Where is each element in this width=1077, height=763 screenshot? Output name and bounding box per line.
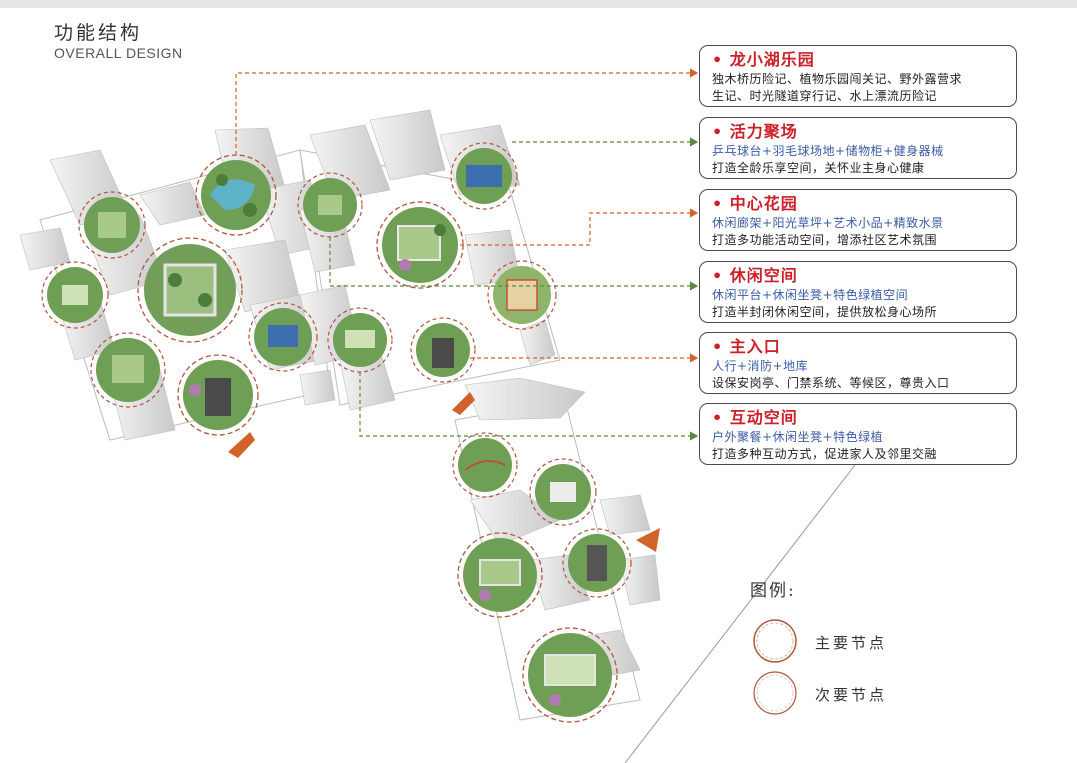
page-title: 功能结构 [54,22,143,44]
callout-line2: 打造多功能活动空间，增添社区艺术氛围 [712,233,938,247]
node-minor-court-blue[interactable] [248,302,318,372]
callout-title: • 主入口 [712,337,781,356]
callout-title: • 休闲空间 [712,266,798,285]
entrance-arrow-icon [228,392,660,552]
legend-major-icon [753,619,797,663]
node-major-south-end[interactable] [522,627,618,723]
node-major-main-entrance-1[interactable] [177,354,259,436]
page-subtitle: OVERALL DESIGN [54,45,183,61]
node-major-left-garden[interactable] [137,237,243,343]
legend-title: 图例: [750,581,796,601]
legend-label-major: 主要节点 [815,634,888,652]
node-minor-leisure[interactable] [487,260,557,330]
node-minor-west-1[interactable] [78,191,146,259]
node-major-longxiaohu[interactable] [195,154,277,236]
node-minor-vitality[interactable] [450,142,518,210]
callout-line2: 打造半封闭休闲空间，提供放松身心场所 [712,305,938,319]
callout-title: • 活力聚场 [712,122,798,141]
callout-line2: 设保安岗亭、门禁系统、等候区，尊贵入口 [712,376,950,390]
legend-minor-icon [753,671,797,715]
node-minor-main-entrance-2[interactable] [410,317,476,383]
callout-line1: 独木桥历险记、植物乐园闯关记、野外露营求 [712,72,963,86]
node-minor-west-2[interactable] [41,261,109,329]
callout-line1: 户外聚餐+休闲坐凳+特色绿植 [712,430,884,444]
callout-title: • 中心花园 [712,194,798,213]
node-minor-north-1[interactable] [297,172,363,238]
callout-line1: 休闲平台+休闲坐凳+特色绿植空间 [712,288,909,302]
callout-line2: 打造全龄乐享空间，关怀业主身心健康 [712,161,925,175]
legend-label-minor: 次要节点 [815,686,888,704]
callout-title: • 龙小湖乐园 [712,50,815,69]
node-minor-south-1[interactable] [452,432,518,498]
node-major-south-plaza[interactable] [457,532,543,618]
callout-line1: 人行+消防+地库 [712,359,809,373]
callout-leisure: • 休闲空间 休闲平台+休闲坐凳+特色绿植空间 打造半封闭休闲空间，提供放松身心… [699,261,1017,323]
node-minor-west-3[interactable] [90,332,166,408]
callout-title: • 互动空间 [712,408,798,427]
node-major-center-garden[interactable] [376,201,464,289]
callout-line2: 打造多种互动方式，促进家人及邻里交融 [712,447,938,461]
node-minor-south-entrance[interactable] [562,528,632,598]
callout-interaction: • 互动空间 户外聚餐+休闲坐凳+特色绿植 打造多种互动方式，促进家人及邻里交融 [699,403,1017,465]
callout-line1: 休闲廊架+阳光草坪+艺术小品+精致水景 [712,216,944,230]
callout-line1: 乒乓球台+羽毛球场地+储物柜+健身器械 [712,144,944,158]
cut-line [624,464,856,763]
callout-longxiaohu: • 龙小湖乐园 独木桥历险记、植物乐园闯关记、野外露营求 生记、时光隧道穿行记、… [699,45,1017,107]
callout-vitality: • 活力聚场 乒乓球台+羽毛球场地+储物柜+健身器械 打造全龄乐享空间，关怀业主… [699,117,1017,179]
connector-lines [235,68,699,441]
callout-center-garden: • 中心花园 休闲廊架+阳光草坪+艺术小品+精致水景 打造多功能活动空间，增添社… [699,189,1017,251]
callout-main-entrance: • 主入口 人行+消防+地库 设保安岗亭、门禁系统、等候区，尊贵入口 [699,332,1017,394]
node-minor-south-2[interactable] [529,458,597,526]
callout-line2: 生记、时光隧道穿行记、水上漂流历险记 [712,89,938,103]
top-bar [0,0,1077,8]
